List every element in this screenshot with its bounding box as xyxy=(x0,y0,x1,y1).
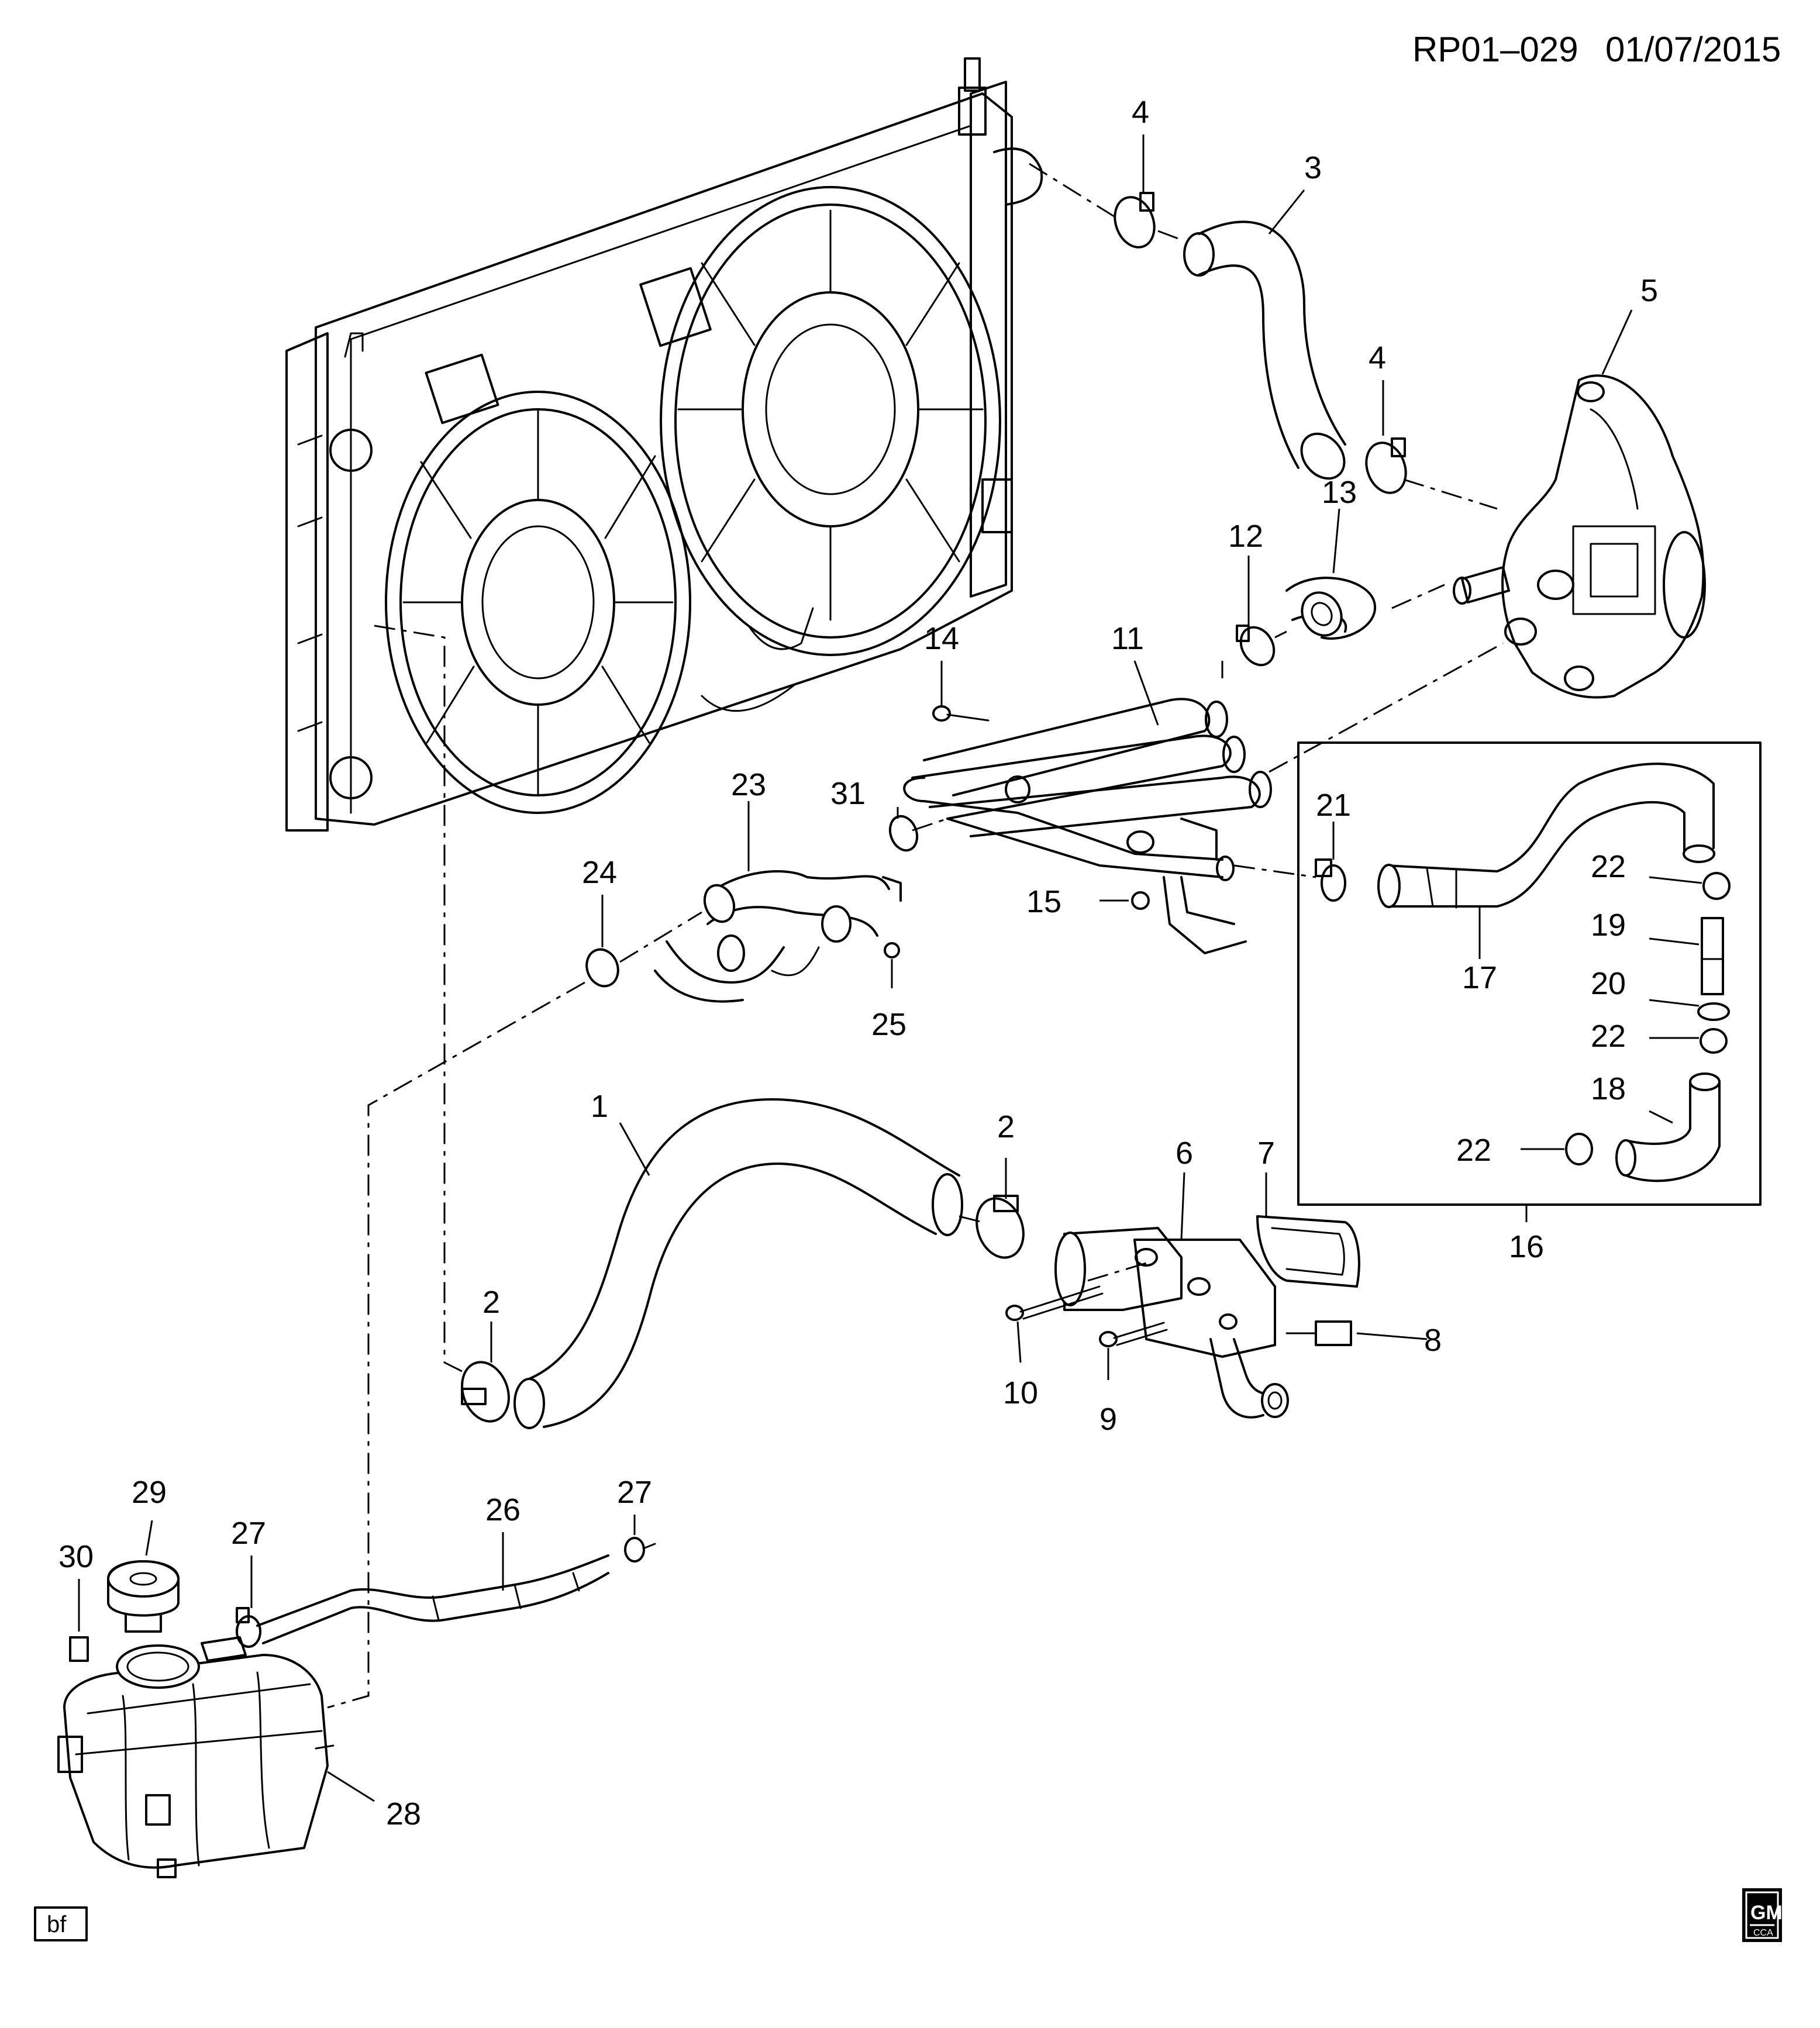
part-21-hose-clamp xyxy=(1315,858,1346,902)
gm-logo: GM CCA xyxy=(1742,1888,1783,1942)
diagram-reference: RP01–029 xyxy=(1412,30,1578,69)
footer: bf GM CCA xyxy=(34,1888,1783,1942)
callout-16: 16 xyxy=(1509,1229,1544,1264)
part-22-hose-clamp-top xyxy=(1702,872,1731,900)
part-1-lower-radiator-hose xyxy=(513,1098,963,1429)
callout-labels: 4 3 5 4 13 12 14 11 23 31 24 15 25 21 22… xyxy=(58,95,1658,1832)
callout-28: 28 xyxy=(386,1796,421,1832)
callout-22-bottom: 22 xyxy=(1456,1133,1491,1168)
part-11-heater-pipe-assembly xyxy=(903,698,1272,954)
callout-30: 30 xyxy=(58,1539,94,1574)
part-16-hose-kit-group xyxy=(1297,741,1762,1206)
part-30-clip xyxy=(69,1636,89,1662)
part-19-hose-connector xyxy=(1701,917,1724,995)
callout-26: 26 xyxy=(485,1492,521,1527)
callout-22-middle: 22 xyxy=(1591,1019,1626,1054)
part-31-hose-clamp xyxy=(888,815,919,852)
callout-7: 7 xyxy=(1257,1136,1275,1171)
callout-11: 11 xyxy=(1111,621,1144,656)
part-24-hose-clamp xyxy=(585,948,619,988)
callout-27-right: 27 xyxy=(617,1475,652,1510)
part-6-thermostat-housing xyxy=(1054,1227,1289,1419)
part-17-heater-hose xyxy=(1377,763,1715,909)
part-12-hose-clamp xyxy=(1236,625,1276,667)
part-7-gasket xyxy=(1256,1215,1360,1288)
diagram-date: 01/07/2015 xyxy=(1605,30,1781,69)
footer-tag: bf xyxy=(47,1912,67,1937)
callout-23: 23 xyxy=(731,767,766,802)
gm-logo-subtext: CCA xyxy=(1753,1928,1773,1938)
callout-19: 19 xyxy=(1591,908,1626,943)
callout-4-upper: 4 xyxy=(1132,95,1149,130)
part-22-hose-clamp-middle xyxy=(1700,1028,1728,1054)
callout-17: 17 xyxy=(1462,960,1497,995)
callout-24: 24 xyxy=(582,855,617,890)
part-25-bolt xyxy=(884,942,900,958)
callout-5: 5 xyxy=(1640,273,1658,308)
part-20-retainer-clip xyxy=(1697,1002,1730,1021)
part-22-hose-clamp-bottom xyxy=(1565,1133,1593,1165)
part-13-bypass-hose xyxy=(1285,577,1377,640)
diagram-header: RP01–029 01/07/2015 xyxy=(1412,30,1781,69)
callout-8: 8 xyxy=(1424,1323,1442,1358)
callout-27-left: 27 xyxy=(231,1516,266,1551)
part-26-overflow-hose xyxy=(256,1554,609,1644)
assembly-guide-lines xyxy=(327,163,1504,1709)
footer-tag-box xyxy=(34,1906,88,1941)
callout-14: 14 xyxy=(924,621,959,656)
callout-20: 20 xyxy=(1591,966,1626,1001)
callout-22-top: 22 xyxy=(1591,849,1626,884)
callout-13: 13 xyxy=(1322,475,1357,510)
part-2-hose-clamp-radiator xyxy=(461,1361,510,1423)
part-3-upper-radiator-hose xyxy=(1183,220,1346,480)
radiator-fan-assembly xyxy=(285,57,1043,832)
callout-29: 29 xyxy=(132,1475,167,1510)
callout-6: 6 xyxy=(1176,1136,1193,1171)
part-15-bolt xyxy=(1131,891,1150,910)
callout-2-right: 2 xyxy=(997,1109,1015,1144)
part-28-coolant-surge-tank xyxy=(57,1636,335,1878)
part-8-temperature-sensor xyxy=(1285,1320,1352,1346)
callout-31: 31 xyxy=(830,776,866,811)
callout-9: 9 xyxy=(1099,1402,1117,1437)
callout-18: 18 xyxy=(1591,1071,1626,1106)
callout-25: 25 xyxy=(871,1007,906,1042)
callout-21: 21 xyxy=(1316,788,1351,823)
part-27-hose-clamp-end xyxy=(624,1537,656,1563)
part-14-bolt xyxy=(932,705,990,722)
callout-10: 10 xyxy=(1003,1375,1038,1410)
callout-1: 1 xyxy=(591,1089,608,1124)
part-9-bolt xyxy=(1099,1322,1168,1347)
part-2-hose-clamp-thermostat xyxy=(976,1195,1025,1259)
part-23-heater-hose-assembly xyxy=(654,870,902,1003)
part-27-hose-clamp-tank xyxy=(236,1607,261,1648)
part-4-hose-clamp-upper xyxy=(1114,192,1156,249)
part-10-bolt xyxy=(1005,1285,1104,1321)
callout-leader-lines xyxy=(78,134,1702,1802)
part-5-water-outlet-housing xyxy=(1453,374,1706,699)
callout-3: 3 xyxy=(1304,150,1322,185)
callout-12: 12 xyxy=(1228,519,1263,554)
part-29-surge-tank-cap xyxy=(107,1560,180,1633)
part-18-heater-hose xyxy=(1615,1072,1721,1182)
callout-15: 15 xyxy=(1026,884,1061,919)
gm-logo-text: GM xyxy=(1750,1902,1783,1924)
part-4-hose-clamp-lower xyxy=(1365,437,1407,494)
callout-4-lower: 4 xyxy=(1369,340,1386,375)
callout-2-left: 2 xyxy=(482,1285,500,1320)
